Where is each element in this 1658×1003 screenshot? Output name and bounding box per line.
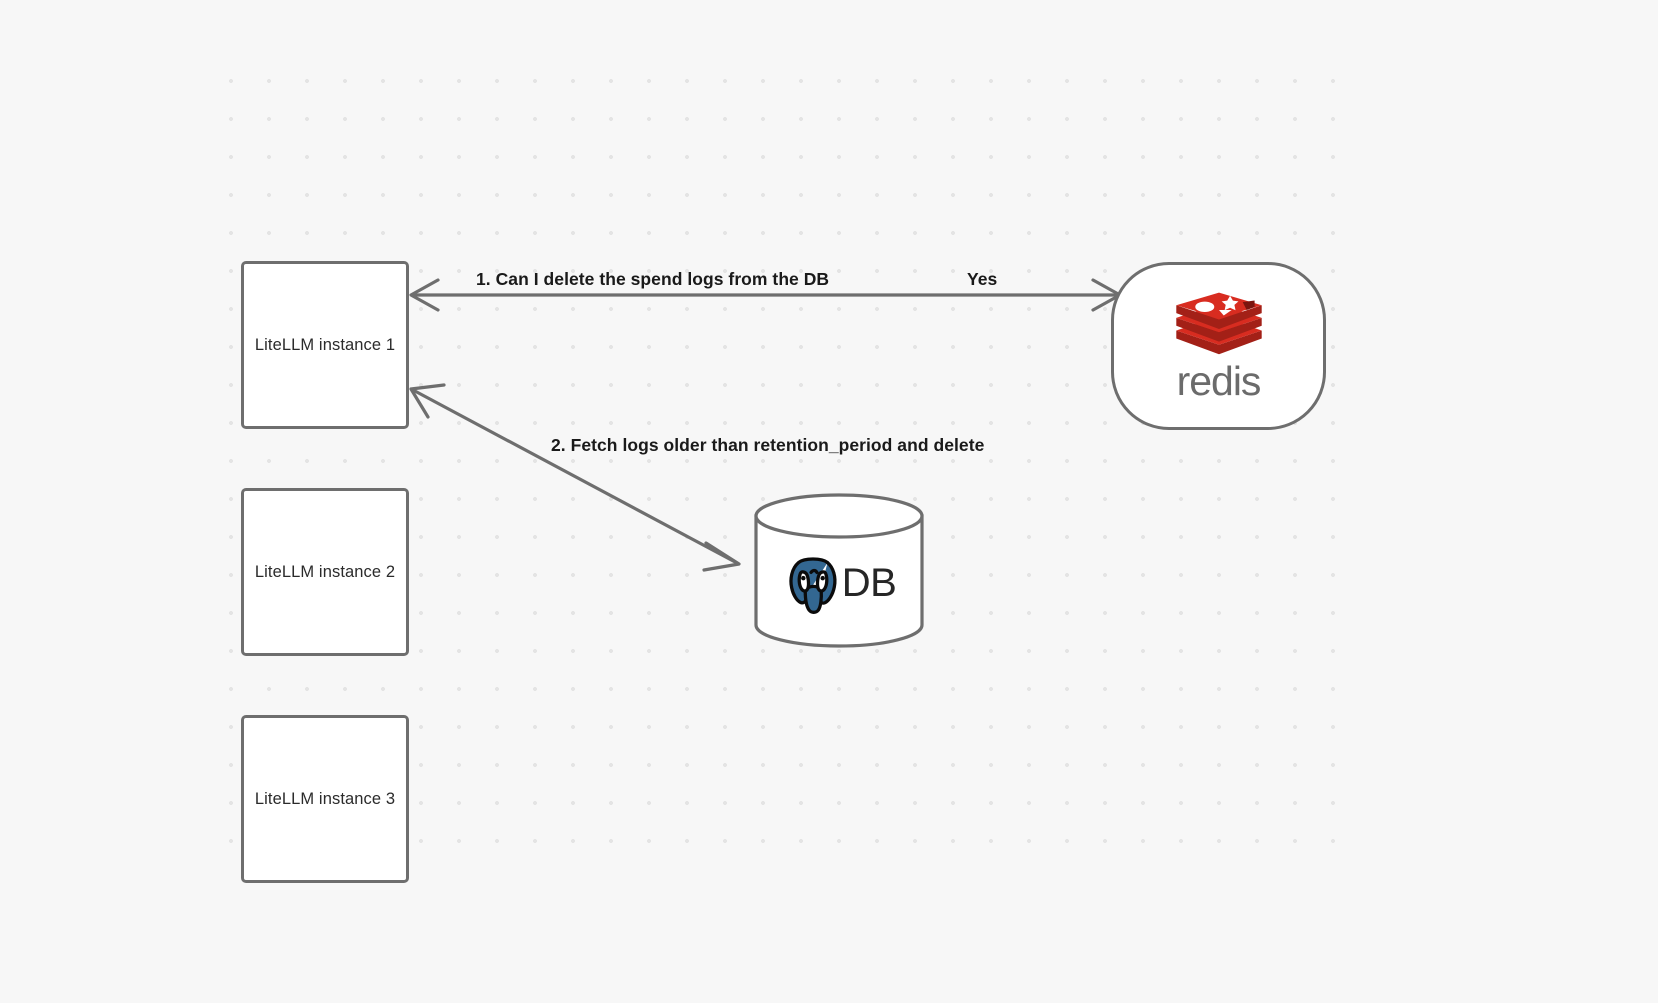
redis-wordmark: redis — [1176, 357, 1262, 404]
litellm-instance-1-label: LiteLLM instance 1 — [254, 335, 396, 354]
edge-label-response: Yes — [967, 269, 998, 289]
postgres-db-node[interactable]: DB — [753, 493, 925, 648]
litellm-instance-3-node[interactable]: LiteLLM instance 3 — [241, 715, 409, 883]
litellm-instance-1-node[interactable]: LiteLLM instance 1 — [241, 261, 409, 429]
database-label: DB — [841, 561, 897, 605]
database-logo-row: DB — [753, 537, 925, 629]
redis-stack-icon — [1175, 292, 1262, 354]
edge-label-fetch-delete: 2. Fetch logs older than retention_perio… — [551, 435, 985, 455]
litellm-instance-3-label: LiteLLM instance 3 — [254, 789, 396, 808]
litellm-instance-2-node[interactable]: LiteLLM instance 2 — [241, 488, 409, 656]
database-cylinder-shape — [754, 493, 924, 648]
redis-node[interactable]: redis — [1111, 262, 1326, 430]
connector-instance1-db — [409, 383, 741, 572]
edge-label-request: 1. Can I delete the spend logs from the … — [476, 269, 830, 289]
postgresql-elephant-icon — [789, 557, 837, 614]
litellm-instance-2-label: LiteLLM instance 2 — [254, 562, 396, 581]
